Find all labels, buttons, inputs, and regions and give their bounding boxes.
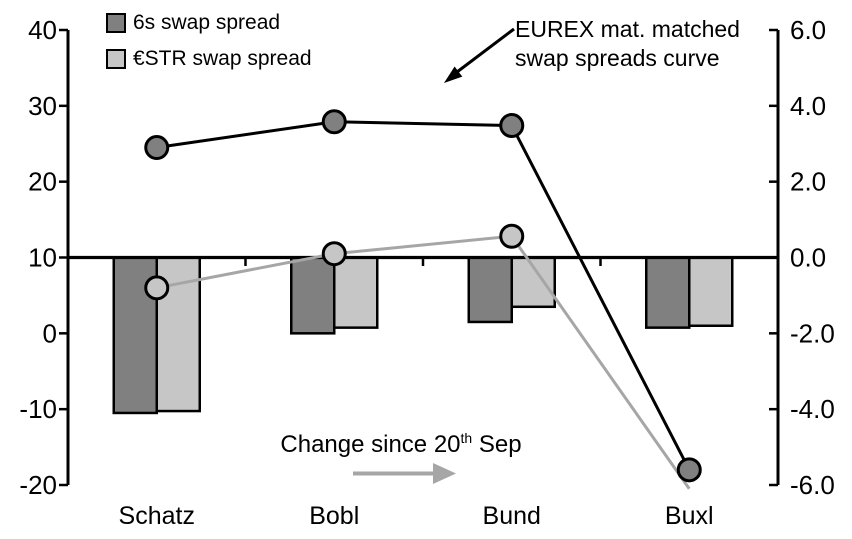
legend-item-estr-swap-spread: €STR swap spread (106, 42, 312, 75)
bar-estr-bobl (333, 256, 379, 329)
category-label-schatz: Schatz (119, 502, 195, 530)
legend-swatch-icon (106, 48, 126, 69)
curve-annotation-arrowhead-icon (444, 66, 463, 83)
legend-label: 6s swap spread (133, 11, 281, 34)
category-label-buxl: Buxl (665, 502, 714, 530)
marker-6s-buxl (676, 457, 702, 483)
change-annotation-tail: Sep (472, 431, 522, 458)
legend-swatch-icon (106, 12, 126, 33)
left-axis-tick-label: -20 (19, 470, 57, 500)
bar-6s-bobl (290, 256, 336, 335)
marker-6s-bund (499, 113, 525, 139)
legend-label: €STR swap spread (133, 47, 312, 70)
marker-estr-schatz (144, 275, 170, 301)
left-axis-tick-label: 40 (28, 15, 57, 45)
category-label-bobl: Bobl (309, 502, 359, 530)
line-6s (156, 120, 691, 471)
left-axis-tick-label: 10 (28, 243, 57, 273)
change-annotation-text: Change since 20 (280, 431, 461, 458)
legend-item-6s-swap-spread: 6s swap spread (106, 6, 312, 39)
line-estr (156, 234, 691, 490)
bar-estr-buxl (688, 256, 734, 327)
legend: 6s swap spread €STR swap spread (106, 6, 312, 75)
bar-6s-buxl (645, 256, 691, 329)
change-annotation: Change since 20th Sep (270, 431, 532, 459)
left-axis-tick-label: -10 (19, 394, 57, 424)
right-axis-tick-label: -6.0 (790, 470, 835, 500)
right-axis-tick-label: 6.0 (790, 15, 826, 45)
right-axis-tick-label: 4.0 (790, 91, 826, 121)
left-axis-tick-label: 20 (28, 167, 57, 197)
right-axis-tick-label: 2.0 (790, 167, 826, 197)
curve-annotation-arrow (456, 27, 515, 74)
bar-6s-bund (467, 256, 513, 324)
right-axis-tick-label: -4.0 (790, 394, 835, 424)
marker-6s-bobl (321, 109, 347, 135)
left-axis-tick-label: 30 (28, 91, 57, 121)
right-axis-tick-label: 0.0 (790, 243, 826, 273)
marker-estr-bund (499, 223, 525, 249)
marker-estr-bobl (321, 241, 347, 267)
curve-annotation-line2: swap spreads curve (515, 45, 720, 71)
curve-annotation-line1: EUREX mat. matched (515, 16, 740, 42)
left-axis-tick-label: 0 (43, 318, 57, 348)
change-annotation-sup: th (460, 430, 473, 446)
change-annotation-arrowhead-icon (433, 463, 456, 484)
curve-annotation: EUREX mat. matched swap spreads curve (515, 15, 740, 73)
category-label-bund: Bund (483, 502, 541, 530)
right-axis-tick-label: -2.0 (790, 318, 835, 348)
marker-6s-schatz (144, 135, 170, 161)
